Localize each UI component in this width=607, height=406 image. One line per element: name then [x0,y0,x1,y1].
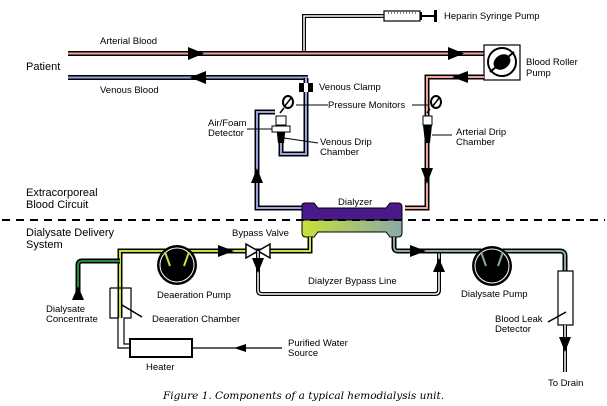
extracorporeal-label-2: Blood Circuit [26,199,88,211]
arterial-blood-line [68,47,484,60]
bypass-valve-label: Bypass Valve [232,228,289,239]
blood-leak-label-2: Detector [495,324,531,335]
venous-flow-arrow-icon [190,71,206,84]
deaeration-pump-icon [157,245,197,285]
figure-caption: Figure 1. Components of a typical hemodi… [162,390,444,402]
dialysate-delivery-label-1: Dialysate Delivery [26,227,115,239]
purified-water-label-2: Source [288,348,318,359]
heparin-pump-label: Heparin Syringe Pump [444,11,540,22]
venous-clamp-icon [299,83,313,92]
heater-label: Heater [146,362,175,373]
purified-water-line [192,344,282,352]
flow-arrow-icon [218,245,234,257]
venous-blood-line [68,71,308,84]
dialysate-concentrate-label-1: Dialysate [46,304,85,315]
concentrate-line [72,258,120,300]
dialysate-concentrate-label-2: Concentrate [46,314,98,325]
blood-roller-pump-label-2: Pump [526,68,551,79]
dialysate-pump-icon [472,246,512,286]
flow-arrow-icon [421,168,433,184]
flow-arrow-icon [251,168,263,183]
blood-roller-pump-icon [483,44,521,81]
air-foam-detector-icon [271,125,291,133]
purified-water-label-1: Purified Water [288,338,348,349]
heparin-syringe-icon [383,10,437,22]
patient-label: Patient [26,61,60,73]
air-foam-label-1: Air/Foam [208,118,247,129]
deaeration-pump-label: Deaeration Pump [157,290,231,301]
dialyzer-label: Dialyzer [338,197,372,208]
bypass-valve-icon[interactable] [245,242,271,260]
venous-clamp-label: Venous Clamp [319,82,381,93]
to-drain-label: To Drain [548,378,583,389]
extracorporeal-label-1: Extracorporeal [26,187,98,199]
dialyzer-icon [301,202,403,238]
arterial-flow-arrow-icon [448,47,464,60]
arterial-drip-label-2: Chamber [456,137,495,148]
heater-icon [129,338,193,358]
dialysate-pump-label: Dialysate Pump [461,289,528,300]
arterial-blood-label: Arterial Blood [100,36,157,47]
flow-arrow-icon [252,258,264,273]
dialysate-delivery-label-2: System [26,239,63,251]
pressure-monitors-label: Pressure Monitors [328,100,405,111]
blood-leak-label-1: Blood Leak [495,314,543,325]
leader-lines [247,104,452,144]
venous-pressure-monitor-icon [279,95,294,114]
flow-arrow-icon [433,258,445,272]
blood-roller-pump-label-1: Blood Roller [526,57,578,68]
flow-arrow-icon [559,337,571,352]
dialyzer-bypass-line-label: Dialyzer Bypass Line [308,276,397,287]
drain-line [559,325,571,372]
arterial-drip-label-1: Arterial Drip [456,127,506,138]
flow-arrow-icon [234,344,246,352]
arterial-drip-chamber-icon [422,115,433,143]
heparin-line [302,14,386,51]
venous-drip-label-1: Venous Drip [320,137,372,148]
arterial-flow-arrow-icon [188,47,204,60]
used-dialysate-line [391,237,568,272]
flow-arrow-icon [452,71,468,83]
fresh-dialysate-line [117,237,313,318]
flow-arrow-icon [72,286,84,300]
deaeration-chamber-icon [109,287,143,349]
venous-return-line [251,78,309,211]
blood-leak-detector-icon [547,270,574,326]
flow-arrow-icon [410,245,426,257]
deaeration-chamber-label: Deaeration Chamber [152,314,240,325]
venous-blood-label: Venous Blood [100,85,159,96]
venous-drip-label-2: Chamber [320,147,359,158]
dialyzer-bypass-line [252,251,445,296]
air-foam-label-2: Detector [208,128,244,139]
arterial-pressure-monitor-icon [426,95,442,114]
